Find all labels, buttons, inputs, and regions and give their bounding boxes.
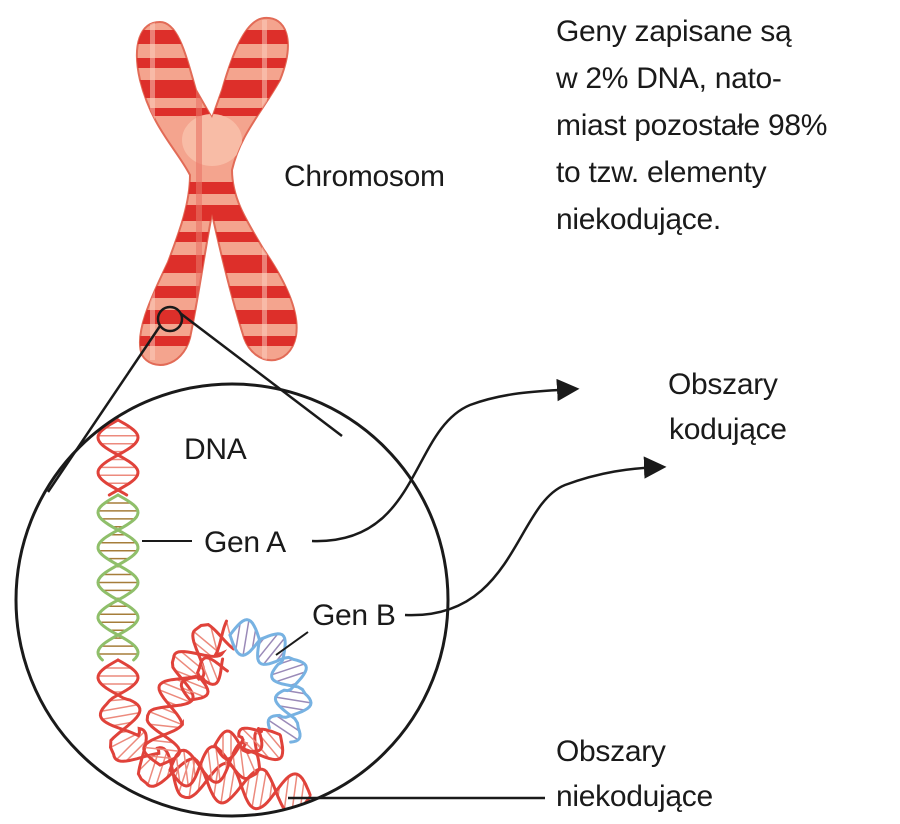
note-line-1: Geny zapisane są (556, 15, 792, 48)
magnified-circle (14, 382, 450, 818)
dna-lower-segment-rung (268, 781, 273, 800)
dna-lower-segment-rung (251, 769, 260, 808)
dna-lower-segment-rung (283, 776, 290, 810)
gene-b-segment-rung (242, 619, 250, 656)
dna-loop-bottom-rung (175, 755, 181, 783)
dna-inner-1-strand-1 (188, 656, 229, 702)
dna-lower-segment-rung (244, 776, 251, 798)
gene-a-arrow (311, 378, 580, 543)
dna-loop-left-strand-1 (145, 619, 228, 767)
dna-top-segment-strand-2 (96, 418, 140, 497)
dna-loop-left-rung (158, 689, 191, 703)
dna-loop-left-rung (147, 754, 175, 760)
dna-loop-bottom-rung (191, 756, 197, 778)
magnifier-focus-circle (156, 305, 184, 333)
gene-a-label: Gen A (204, 526, 286, 559)
dna-lower-segment-rung (228, 769, 236, 800)
dna-inner-1-strand-2 (179, 657, 225, 702)
gene-b-segment-strand-2 (228, 618, 308, 744)
gene-a-segment-strand-2 (96, 493, 140, 662)
dna-inner-2-strand-1 (213, 726, 263, 761)
gene-b-segment-rung (251, 628, 257, 650)
gene-b-leader (275, 631, 309, 656)
gene-b-segment-rung (262, 637, 286, 665)
coding-label-line2: kodujące (669, 413, 787, 446)
dna-loop-bottom-rung (239, 743, 245, 779)
dna-loop-left-rung (162, 681, 193, 696)
gene-b-segment-rung (275, 714, 300, 732)
dna-lower-segment-rung (112, 721, 132, 727)
dna-label: DNA (184, 433, 247, 466)
dna-loop-bottom-rung (264, 729, 284, 751)
dna-lower-segment-rung (101, 704, 138, 712)
gene-b-segment-rung (235, 622, 241, 650)
dna-top-segment-strand-1 (96, 418, 140, 497)
dna-loop-bottom-rung (207, 749, 213, 781)
chromosome-label: Chromosom (284, 160, 445, 193)
gene-b-segment-rung (257, 633, 279, 660)
note-line-4: to tzw. elementy (556, 156, 767, 189)
dna-loop-bottom-rung (215, 747, 221, 781)
dna-lower-segment-rung (259, 771, 267, 808)
gene-b-arrow (404, 456, 667, 617)
dna-inner-1-rung (181, 687, 205, 698)
dna-lower-segment-rung (197, 767, 203, 792)
gene-b-segment-rung (271, 663, 305, 676)
dna-loop-left-rung (173, 655, 202, 679)
dna-lower-segment-rung (178, 759, 191, 794)
dna-loop-left-rung (174, 669, 193, 678)
dna-loop-left-strand-2 (142, 623, 235, 767)
note-line-2: w 2% DNA, nato- (555, 62, 782, 95)
gene-a-segment-strand-1 (96, 493, 140, 662)
dna-inner-1-rungs (181, 657, 223, 698)
note-line-3: miast pozostałe 98% (556, 109, 827, 142)
dna-lower-segment-rung (102, 711, 140, 721)
noncoding-label-line1: Obszary (556, 735, 666, 768)
magnifier-line-right (179, 312, 343, 437)
dna-loop-bottom-rung (183, 750, 189, 786)
magnifier-line-left (46, 325, 162, 493)
leader-lines (142, 378, 667, 800)
dna-inner-1-rung (184, 679, 208, 690)
dna-loop-left-rung (210, 626, 218, 652)
gene-b-segment-strand-1 (228, 632, 313, 730)
dna-inner-2-rung (241, 728, 262, 749)
gene-b-segment-rung (279, 705, 305, 711)
dna-loop-left-rung (193, 641, 212, 657)
note-line-5: niekodujące. (556, 203, 721, 236)
dna-inner-1-rung (200, 661, 211, 685)
dna-helix (96, 418, 313, 816)
gene-b-segment-rung (275, 671, 306, 683)
dna-loop-left-rung (151, 739, 174, 744)
dna-loop-bottom-strand-2 (168, 734, 285, 784)
coding-label-line1: Obszary (668, 368, 778, 401)
dna-inner-2-strand-2 (213, 727, 264, 755)
gene-b-label: Gen B (312, 599, 396, 632)
dna-inner-1-rung (208, 657, 219, 682)
magnifier (46, 305, 343, 493)
dna-loop-left-rung (143, 746, 180, 753)
dna-lower-segment-rung (115, 730, 146, 761)
dna-lower-segment-rung (125, 740, 147, 762)
dna-loop-left-rung (149, 723, 180, 729)
gene-b-segment-rung (268, 719, 299, 741)
noncoding-label-line2: niekodujące (556, 780, 713, 813)
dna-loop-left-rung (149, 711, 183, 726)
gene-b-segment-rung (275, 696, 312, 704)
note-text: Geny zapisane są w 2% DNA, nato- miast p… (555, 15, 827, 236)
